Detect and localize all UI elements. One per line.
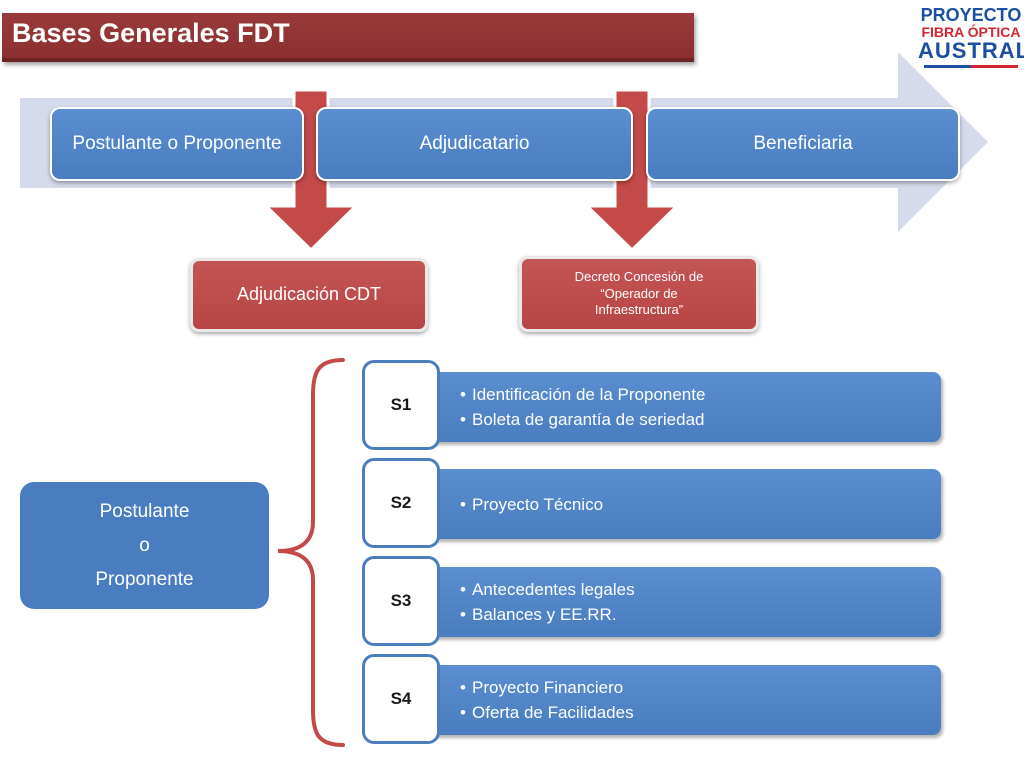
list-item: •Antecedentes legales: [460, 580, 635, 599]
s3-item-2: Balances y EE.RR.: [472, 605, 617, 624]
postulante-box: Postulante o Proponente: [20, 482, 269, 609]
list-item: •Identificación de la Proponente: [460, 385, 706, 404]
s4-item-1: Proyecto Financiero: [472, 678, 624, 697]
s3-item-1: Antecedentes legales: [472, 580, 635, 599]
outcome-adjudicacion: Adjudicación CDT: [190, 258, 428, 332]
s4-item-2: Oferta de Facilidades: [472, 703, 634, 722]
logo-line-1: PROYECTO: [920, 5, 1022, 25]
section-s2-content: •Proyecto Técnico: [430, 469, 941, 539]
s1-item-1: Identificación de la Proponente: [472, 385, 706, 404]
postulante-line-2: o: [139, 534, 150, 556]
s1-item-2: Boleta de garantía de seriedad: [472, 410, 705, 429]
list-item: •Balances y EE.RR.: [460, 605, 617, 624]
section-s4-badge: S4: [362, 654, 440, 744]
section-s3-content: •Antecedentes legales •Balances y EE.RR.: [430, 567, 941, 637]
section-s2-badge: S2: [362, 458, 440, 548]
list-item: •Boleta de garantía de seriedad: [460, 410, 705, 429]
section-s1-content: •Identificación de la Proponente •Boleta…: [430, 372, 941, 442]
s2-item-1: Proyecto Técnico: [472, 494, 604, 514]
stage-postulante: Postulante o Proponente: [50, 107, 304, 181]
stage-adjudicatario: Adjudicatario: [316, 107, 633, 181]
logo-line-3: AUSTRAL: [918, 38, 1024, 63]
section-s1-badge: S1: [362, 360, 440, 450]
list-item: •Proyecto Financiero: [460, 678, 624, 697]
stage-beneficiaria: Beneficiaria: [646, 107, 960, 181]
page-title: Bases Generales FDT: [12, 18, 290, 48]
list-item: •Oferta de Facilidades: [460, 703, 634, 722]
postulante-line-3: Proponente: [95, 568, 194, 590]
outcome-adjudicacion-label: Adjudicación CDT: [236, 284, 382, 305]
postulante-line-1: Postulante: [99, 500, 190, 522]
section-s4-content: •Proyecto Financiero •Oferta de Facilida…: [430, 665, 941, 735]
list-item: •Proyecto Técnico: [460, 494, 604, 514]
section-s3-badge: S3: [362, 556, 440, 646]
brace: [277, 358, 345, 747]
outcome-decreto: Decreto Concesión de “Operador de Infrae…: [519, 256, 759, 332]
title-bar: Bases Generales FDT: [2, 13, 694, 62]
logo: PROYECTO FIBRA ÓPTICA AUSTRAL: [918, 6, 1024, 76]
logo-stripe: [924, 65, 1018, 68]
logo-line-2: FIBRA ÓPTICA: [921, 24, 1021, 40]
outcome-decreto-label: Decreto Concesión de “Operador de Infrae…: [574, 268, 704, 318]
